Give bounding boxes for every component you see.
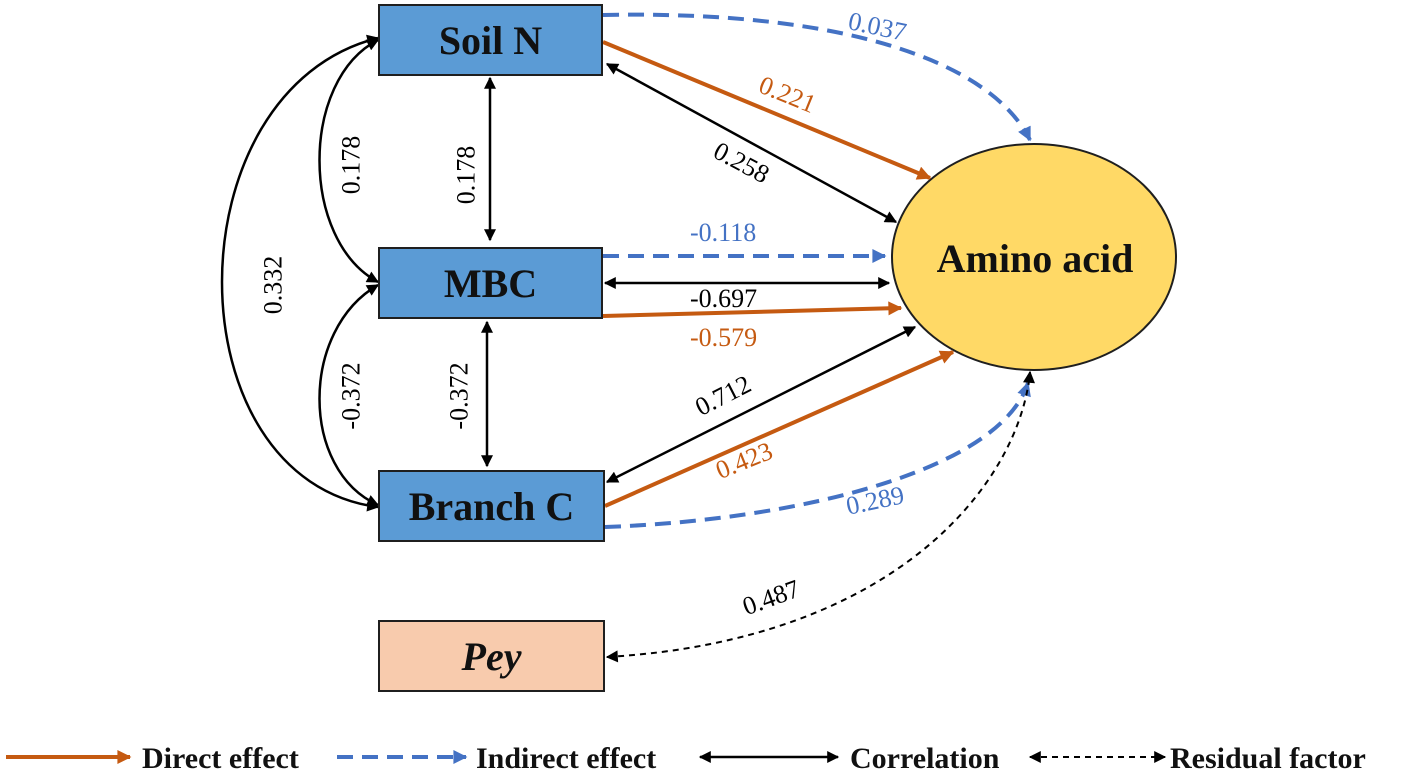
mbc-node: MBC bbox=[378, 247, 603, 319]
label-mbc-branchc-corr: -0.372 bbox=[444, 362, 474, 430]
soil-n-node: Soil N bbox=[378, 4, 603, 76]
soil-n-label: Soil N bbox=[438, 17, 543, 63]
branch-c-label: Branch C bbox=[408, 483, 575, 529]
label-soiln-branchc-curve-corr: 0.332 bbox=[258, 255, 288, 315]
mbc-label: MBC bbox=[443, 260, 538, 306]
edge-branchc-amino-indirect bbox=[604, 381, 1031, 529]
legend-correlation-label: Correlation bbox=[850, 742, 1000, 775]
label-mbc-branchc-curve-corr: -0.372 bbox=[336, 362, 366, 430]
legend-residual-label: Residual factor bbox=[1170, 742, 1366, 775]
legend-direct-label: Direct effect bbox=[142, 742, 299, 775]
label-soiln-mbc-corr: 0.178 bbox=[451, 145, 481, 205]
edge-soiln-branchc-curve-corr bbox=[220, 34, 380, 512]
legend-indirect-label: Indirect effect bbox=[476, 742, 657, 775]
amino-acid-label: Amino acid bbox=[936, 236, 1134, 281]
label-mbc-amino-corr: -0.697 bbox=[690, 284, 758, 313]
edge-mbc-amino-direct bbox=[602, 301, 903, 318]
label-soiln-mbc-curve-corr: 0.178 bbox=[336, 135, 366, 195]
pey-label: Pey bbox=[461, 633, 522, 679]
branch-c-node: Branch C bbox=[378, 470, 605, 542]
edge-pey-amino-residual bbox=[605, 370, 1035, 663]
edge-soiln-amino-corr bbox=[605, 62, 898, 224]
edge-soiln-amino-indirect bbox=[602, 12, 1032, 142]
pey-node: Pey bbox=[378, 620, 605, 692]
label-mbc-amino-direct: -0.579 bbox=[690, 323, 758, 352]
amino-acid-node bbox=[891, 143, 1177, 371]
edge-soiln-amino-direct bbox=[602, 40, 932, 180]
label-mbc-amino-indirect: -0.118 bbox=[690, 218, 757, 247]
edge-soiln-mbc-curve-corr bbox=[318, 38, 380, 284]
edge-mbc-branchc-curve-corr bbox=[318, 283, 380, 507]
